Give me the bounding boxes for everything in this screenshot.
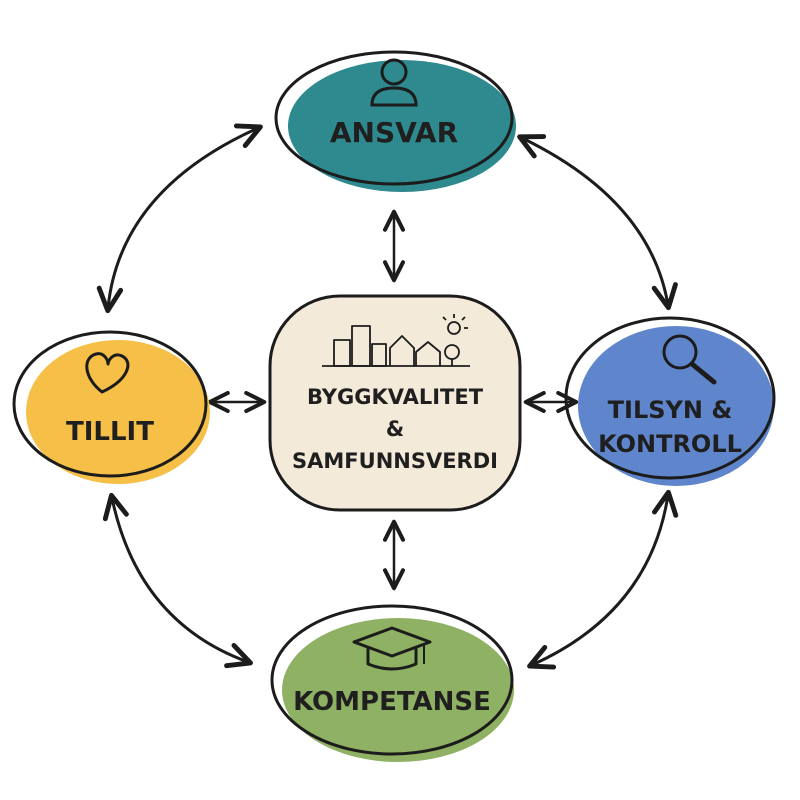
heart-icon [85,352,130,394]
arrow-ansvar-tillit [96,123,263,314]
arrow-ansvar-tilsyn [517,134,678,311]
node-tilsyn-line-1: TILSYN & [608,396,733,424]
node-byggkvalitet: BYGGKVALITET & SAMFUNNSVERDI [268,294,522,512]
node-tillit: TILLIT [12,330,210,484]
city-skyline-icon [322,314,470,367]
arrow-tilsyn-kompetanse [527,489,679,670]
node-tilsyn-kontroll: TILSYN & KONTROLL [564,316,776,486]
center-line-2: & [386,417,404,441]
person-icon [370,58,418,107]
node-kompetanse-label: KOMPETANSE [293,687,491,717]
center-line-3: SAMFUNNSVERDI [292,449,498,473]
node-tillit-label: TILLIT [66,417,154,447]
arrow-tillit-kompetanse [102,492,253,669]
magnifier-icon [662,334,717,385]
node-ansvar: ANSVAR [274,50,516,192]
node-kompetanse: KOMPETANSE [270,604,514,762]
node-ansvar-label: ANSVAR [330,116,458,149]
center-line-1: BYGGKVALITET [307,385,484,409]
node-tilsyn-line-2: KONTROLL [598,430,742,458]
graduation-cap-icon [352,626,432,671]
